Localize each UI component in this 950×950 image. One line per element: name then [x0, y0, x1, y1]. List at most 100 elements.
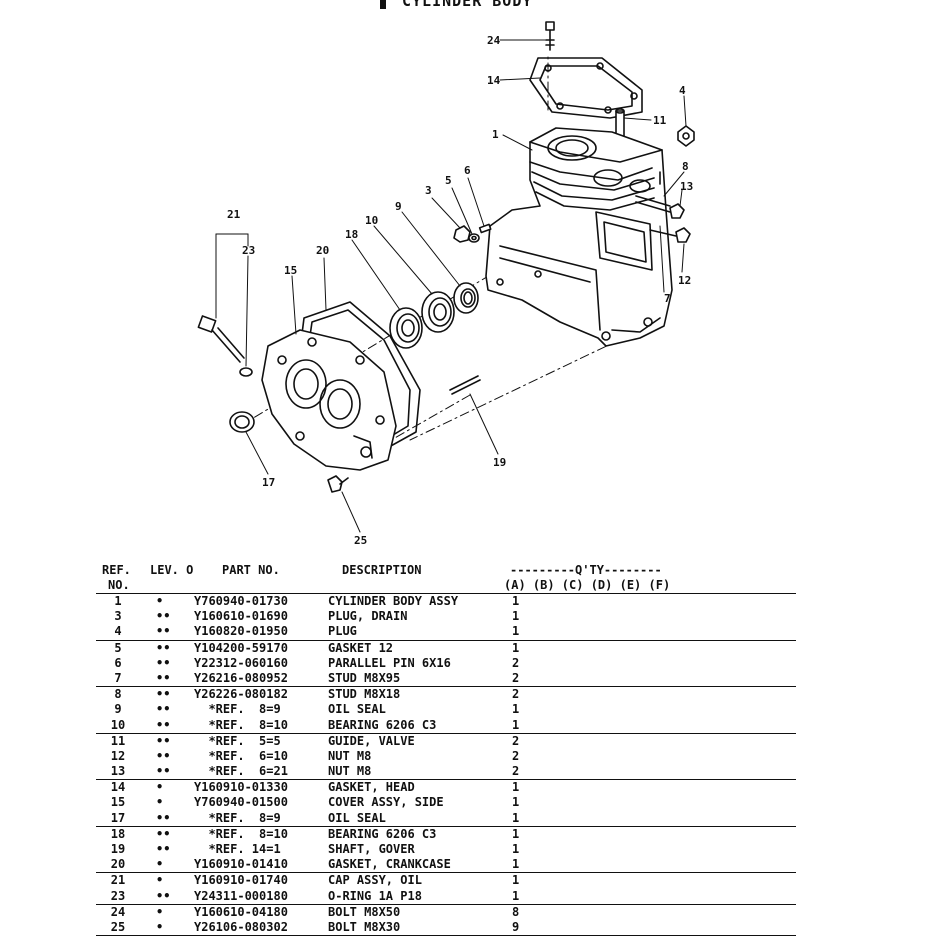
row-description: GASKET, HEAD: [328, 780, 415, 795]
row-level: ••: [156, 810, 171, 825]
row-level: ••: [156, 748, 171, 763]
header-description: DESCRIPTION: [342, 563, 422, 577]
row-description: BOLT M8X30: [328, 919, 401, 934]
row-ref: 7: [114, 670, 122, 685]
row-description: STUD M8X18: [328, 687, 401, 702]
row-description: BEARING 6206 C3: [328, 826, 437, 841]
row-part-no: Y26106-080302: [194, 919, 288, 934]
row-description: GUIDE, VALVE: [328, 733, 415, 748]
row-qty: 1: [512, 795, 520, 810]
row-qty: 8: [512, 904, 520, 919]
row-level: ••: [156, 717, 171, 732]
row-level: •: [156, 873, 164, 888]
row-description: STUD M8X95: [328, 670, 401, 685]
row-part-no: Y160610-04180: [194, 904, 288, 919]
callout-19: 19: [493, 456, 506, 469]
callout-20: 20: [316, 244, 329, 257]
header-no: NO.: [108, 578, 130, 592]
row-level: ••: [156, 655, 171, 670]
row-qty: 1: [512, 594, 520, 608]
row-qty: 9: [512, 919, 520, 934]
callout-5: 5: [445, 174, 452, 187]
callout-17: 17: [262, 476, 275, 489]
row-level: •: [156, 904, 164, 919]
parts-list-table: REF. NO. LEV. O PART NO. DESCRIPTION ---…: [96, 563, 796, 937]
table-row: 24 • Y160610-04180 BOLT M8X50 8: [96, 905, 796, 920]
header-level: LEV. O: [150, 563, 194, 577]
row-ref: 4: [114, 624, 122, 639]
row-qty: 2: [512, 733, 520, 748]
row-ref: 3: [114, 609, 122, 624]
row-ref: 13: [110, 764, 126, 779]
header-part-no: PART NO.: [222, 563, 280, 577]
row-level: ••: [156, 624, 171, 639]
row-ref: 21: [110, 873, 126, 888]
side-bolt-part: [327, 475, 349, 493]
row-part-no: Y160910-01410: [194, 857, 288, 872]
row-part-no: Y26216-080952: [194, 670, 288, 685]
row-qty: 1: [512, 717, 520, 732]
header-ref: REF.: [102, 563, 131, 577]
row-qty: 2: [512, 655, 520, 670]
row-level: ••: [156, 842, 171, 856]
row-qty: 2: [512, 687, 520, 702]
row-description: BOLT M8X50: [328, 904, 401, 919]
row-ref: 1: [114, 594, 122, 608]
page-title-text: CYLINDER BODY: [402, 0, 533, 10]
callout-14: 14: [487, 74, 501, 87]
row-part-no: Y26226-080182: [194, 687, 288, 702]
row-part-no: *REF. 5=5: [194, 733, 281, 748]
row-part-no: Y160820-01950: [194, 624, 288, 639]
row-ref: 19: [110, 842, 126, 856]
row-part-no: *REF. 8=10: [194, 717, 288, 732]
callout-18: 18: [345, 228, 358, 241]
row-ref: 10: [110, 717, 126, 732]
row-part-no: *REF. 14=1: [194, 842, 281, 856]
row-level: ••: [156, 640, 171, 655]
row-level: ••: [156, 764, 171, 779]
row-ref: 5: [114, 640, 122, 655]
row-qty: 1: [512, 780, 520, 795]
row-ref: 15: [110, 795, 126, 810]
row-part-no: *REF. 6=10: [194, 748, 288, 763]
row-ref: 24: [110, 904, 126, 919]
callout-1: 1: [492, 128, 499, 141]
bearing-rear-part: [389, 307, 423, 349]
row-level: •: [156, 594, 164, 608]
callout-9: 9: [395, 200, 402, 213]
oil-seal-part: [453, 282, 479, 314]
header-qty-columns: (A) (B) (C) (D) (E) (F): [504, 578, 671, 592]
row-ref: 23: [110, 888, 126, 903]
row-qty: 1: [512, 842, 520, 856]
row-qty: 1: [512, 609, 520, 624]
row-level: •: [156, 780, 164, 795]
side-cover-part: [261, 329, 397, 471]
row-part-no: Y760940-01500: [194, 795, 288, 810]
row-qty: 2: [512, 748, 520, 763]
plug-part: [677, 125, 695, 147]
row-part-no: Y160910-01330: [194, 780, 288, 795]
row-part-no: Y104200-59170: [194, 640, 288, 655]
row-description: NUT M8: [328, 764, 372, 779]
row-level: ••: [156, 687, 171, 702]
row-ref: 12: [110, 748, 126, 763]
callout-3: 3: [425, 184, 432, 197]
row-description: O-RING 1A P18: [328, 888, 422, 903]
governor-shaft-part: [449, 375, 481, 395]
callout-21: 21: [227, 208, 241, 221]
cylinder-body-part: [485, 127, 673, 347]
